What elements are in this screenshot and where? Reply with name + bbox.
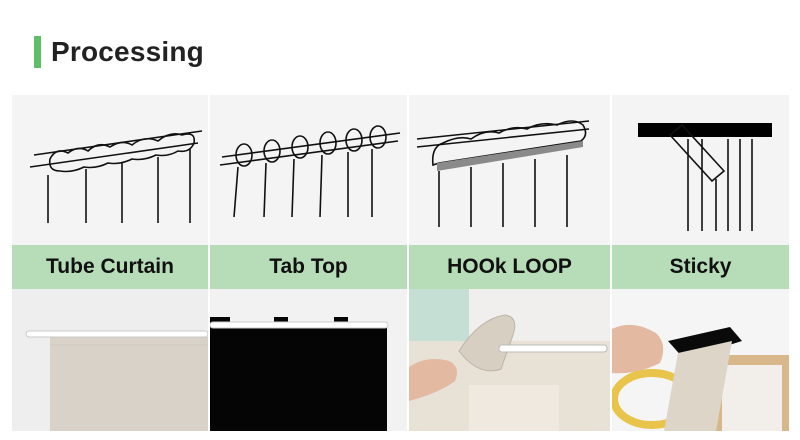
option-hook-loop: HOOk LOOP <box>409 95 610 431</box>
option-sticky: Sticky <box>612 95 789 431</box>
tube-curtain-photo-icon <box>12 289 208 431</box>
option-tab-top: Tab Top <box>210 95 407 431</box>
hook-loop-diagram-icon <box>409 95 610 245</box>
tab-top-diagram-icon <box>210 95 407 245</box>
label-sticky: Sticky <box>612 245 789 289</box>
label-hook-loop: HOOk LOOP <box>409 245 610 289</box>
tube-curtain-diagram-icon <box>12 95 208 245</box>
section-heading: Processing <box>34 36 204 68</box>
sticky-diagram-icon <box>612 95 789 245</box>
heading-accent-bar <box>34 36 41 68</box>
label-tube-curtain: Tube Curtain <box>12 245 208 289</box>
sticky-photo-icon <box>612 289 789 431</box>
hook-loop-photo-icon <box>409 289 610 431</box>
page-title: Processing <box>51 36 204 67</box>
processing-grid: Tube Curtain <box>12 95 789 431</box>
label-tab-top: Tab Top <box>210 245 407 289</box>
option-tube-curtain: Tube Curtain <box>12 95 208 431</box>
tab-top-photo-icon <box>210 289 407 431</box>
